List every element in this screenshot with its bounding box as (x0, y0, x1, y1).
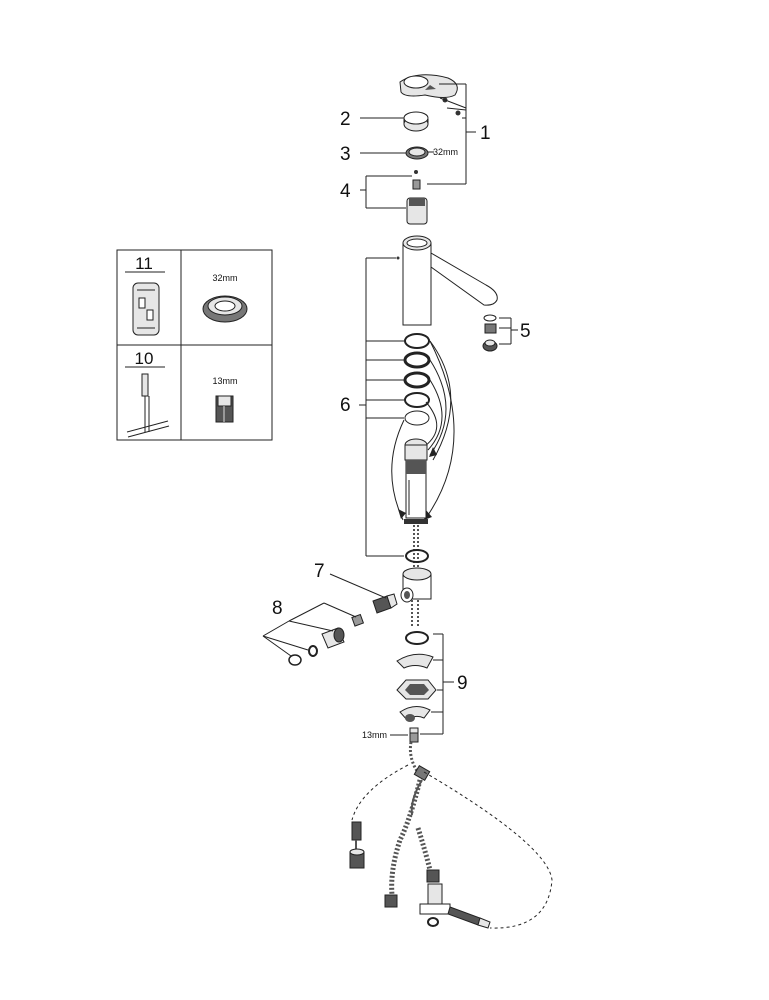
t-valve-part (419, 883, 491, 929)
callout-6: 6 (340, 395, 351, 416)
callout-3: 3 (340, 144, 351, 165)
callout-7: 7 (314, 561, 325, 582)
callout-6-leader (359, 257, 404, 557)
callout-7-leader (329, 573, 387, 599)
hose-route-dashed (423, 771, 553, 929)
o-ring-set (403, 333, 431, 426)
callout-4: 4 (340, 181, 351, 202)
callout-5-leader (499, 317, 518, 345)
tool-box: 11 32mm 10 13mm (116, 249, 273, 441)
hose-guide-part (404, 438, 428, 524)
callout-8: 8 (272, 598, 283, 619)
adapter-part (288, 613, 365, 666)
cartridge-part (406, 170, 428, 225)
cap-part (403, 111, 429, 132)
mounting-kit (396, 631, 437, 722)
tool-11-number: 11 (135, 254, 153, 273)
hex-nut-13mm-icon (215, 395, 234, 423)
callout-2: 2 (340, 109, 351, 130)
supply-hoses (349, 741, 440, 908)
threaded-ring-part (405, 146, 429, 160)
callout-9: 9 (457, 673, 468, 694)
ring-size-label: 32mm (433, 147, 458, 157)
callout-4-leader (360, 175, 412, 209)
aerator-part (482, 314, 498, 352)
nut-size-label: 13mm (362, 730, 387, 740)
callout-1-leader (427, 83, 476, 185)
callout-8-leader (262, 602, 357, 657)
t-handle-key-icon (126, 373, 170, 438)
connector-body (400, 567, 432, 603)
hose-section (411, 600, 419, 628)
spout-body (402, 235, 498, 326)
callout-9-leader (420, 633, 454, 735)
tool-11-size-label: 32mm (212, 273, 237, 283)
tool-10-number: 10 (135, 349, 154, 368)
threaded-nut-part (409, 727, 419, 743)
threaded-ring-32mm-icon (202, 295, 248, 323)
socket-wrench-icon (132, 282, 160, 336)
lever-handle (399, 74, 461, 116)
diverter-screw-part (372, 593, 398, 614)
callout-5: 5 (520, 321, 531, 342)
tool-10-size-label: 13mm (212, 376, 237, 386)
supply-route-dashed (351, 764, 409, 821)
callout-1: 1 (480, 123, 491, 144)
